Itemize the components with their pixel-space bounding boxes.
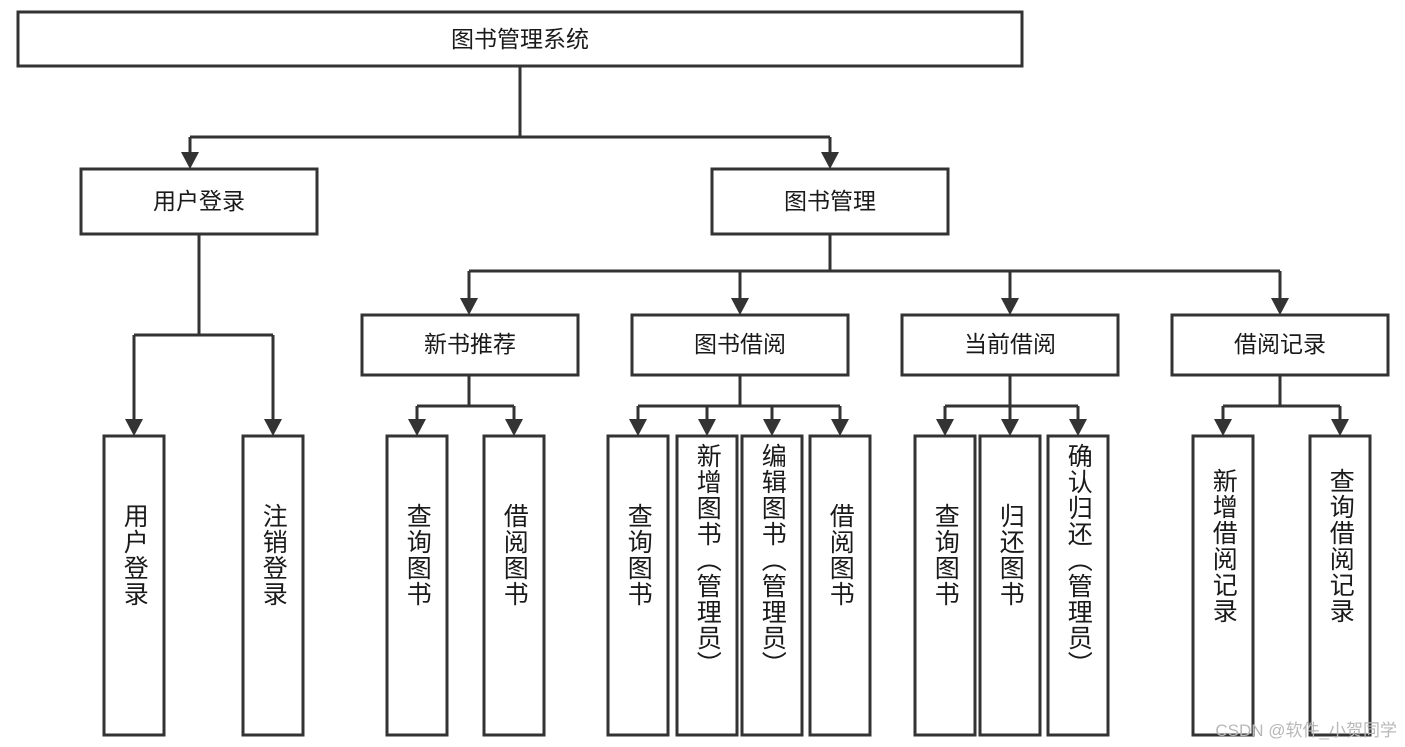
arrow-to-leaf-borrow-book-2 (831, 419, 849, 436)
arrow-to-book-borrow (731, 298, 749, 315)
arrow-to-borrow-record (1271, 298, 1289, 315)
node-borrow-record-label: 借阅记录 (1234, 331, 1326, 357)
arrow-root-to-book-admin (821, 152, 839, 169)
node-new-book-recommend[interactable]: 新书推荐 (360, 313, 580, 377)
node-book-borrow[interactable]: 图书借阅 (630, 313, 850, 377)
edge-group-new-book-recommend-to-leaves (408, 375, 523, 436)
node-book-admin-label: 图书管理 (784, 188, 876, 214)
node-book-borrow-box[interactable] (630, 313, 850, 377)
edge-group-book-borrow-to-leaves (629, 375, 849, 436)
arrow-to-leaf-query-record (1331, 419, 1349, 436)
node-root-box[interactable] (16, 10, 1024, 68)
leaf-box-group (102, 434, 1372, 737)
arrow-to-leaf-query-book-1 (408, 419, 426, 436)
node-leaf-return-book-box[interactable] (978, 434, 1042, 737)
node-leaf-borrow-book-2-box[interactable] (808, 434, 872, 737)
node-borrow-record-box[interactable] (1170, 313, 1390, 377)
node-leaf-query-book-2-box[interactable] (606, 434, 670, 737)
edge-group-current-borrow-to-leaves (936, 375, 1087, 436)
edge-group-borrow-record-to-leaves (1214, 375, 1349, 436)
node-leaf-add-book-box[interactable] (675, 434, 739, 737)
arrow-to-new-book-recommend (460, 298, 478, 315)
arrow-to-leaf-borrow-book-1 (505, 419, 523, 436)
node-current-borrow-label: 当前借阅 (964, 331, 1056, 357)
arrow-to-leaf-return-book (1001, 419, 1019, 436)
edge-group-user-login-to-leaves (125, 234, 282, 436)
node-leaf-user-logout-box[interactable] (241, 434, 305, 737)
node-leaf-borrow-book-1-box[interactable] (482, 434, 546, 737)
node-leaf-user-login-box[interactable] (102, 434, 166, 737)
arrow-root-to-user-login (181, 152, 199, 169)
node-user-login[interactable]: 用户登录 (79, 167, 319, 236)
arrow-to-leaf-query-book-2 (629, 419, 647, 436)
node-current-borrow-box[interactable] (900, 313, 1120, 377)
node-leaf-query-record-box[interactable] (1308, 434, 1372, 737)
node-book-admin-box[interactable] (710, 167, 950, 236)
edge-group-root-to-level2 (181, 66, 839, 169)
arrow-to-leaf-user-login (125, 419, 143, 436)
node-leaf-confirm-return-box[interactable] (1046, 434, 1110, 737)
node-user-login-box[interactable] (79, 167, 319, 236)
arrow-to-leaf-user-logout (264, 419, 282, 436)
node-root[interactable]: 图书管理系统 (16, 10, 1024, 68)
node-current-borrow[interactable]: 当前借阅 (900, 313, 1120, 377)
node-book-admin[interactable]: 图书管理 (710, 167, 950, 236)
edge-group-book-admin-to-level3 (460, 234, 1289, 315)
node-book-borrow-label: 图书借阅 (694, 331, 786, 357)
node-leaf-edit-book-box[interactable] (740, 434, 804, 737)
node-leaf-add-record-box[interactable] (1191, 434, 1255, 737)
arrow-to-leaf-edit-book (763, 419, 781, 436)
arrow-to-leaf-add-book (698, 419, 716, 436)
node-leaf-query-book-3-box[interactable] (913, 434, 977, 737)
arrow-to-leaf-query-book-3 (936, 419, 954, 436)
node-user-login-label: 用户登录 (153, 188, 245, 214)
arrow-to-leaf-add-record (1214, 419, 1232, 436)
node-leaf-query-book-1-box[interactable] (385, 434, 449, 737)
arrow-to-current-borrow (1001, 298, 1019, 315)
node-new-book-recommend-label: 新书推荐 (424, 331, 516, 357)
node-root-label: 图书管理系统 (451, 26, 589, 52)
arrow-to-leaf-confirm-return (1069, 419, 1087, 436)
node-new-book-recommend-box[interactable] (360, 313, 580, 377)
node-borrow-record[interactable]: 借阅记录 (1170, 313, 1390, 377)
